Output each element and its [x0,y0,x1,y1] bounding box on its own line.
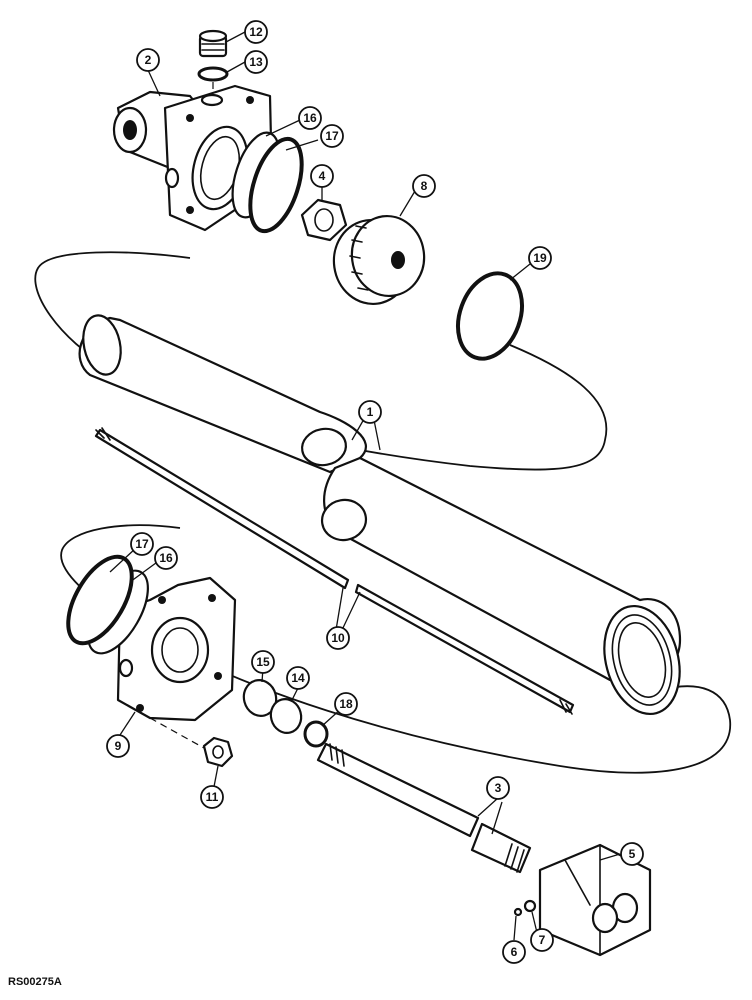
callout-13-label: 13 [249,55,263,69]
callout-1-label: 1 [367,405,374,419]
callout-13: 13 [244,50,268,74]
callout-3: 3 [486,776,510,800]
o-ring-large [456,271,524,361]
check-ball [513,907,523,917]
callout-9: 9 [106,734,130,758]
callout-16-upper: 16 [298,106,322,130]
plug [198,29,228,58]
callout-15: 15 [251,650,275,674]
callout-7: 7 [530,928,554,952]
cylinder-barrel [78,314,682,716]
wiper-seal [242,679,278,717]
callout-18-label: 18 [339,697,353,711]
lower-group-envelope [60,524,731,774]
callout-16-lower: 16 [154,546,178,570]
rod-seal [269,698,303,734]
tie-rod [94,427,575,715]
callout-6-label: 6 [511,945,518,959]
callout-1: 1 [358,400,382,424]
callout-14: 14 [286,666,310,690]
piston-nut [300,198,348,242]
callout-19: 19 [528,246,552,270]
callout-19-label: 19 [533,251,547,265]
callout-14-label: 14 [291,671,305,685]
callout-10-label: 10 [331,631,345,645]
figure-code: RS00275A [8,976,62,988]
o-ring-upper [248,136,304,234]
callout-8: 8 [412,174,436,198]
callout-12: 12 [244,20,268,44]
callout-2: 2 [136,48,160,72]
callout-17-lower: 17 [130,532,154,556]
callout-4-label: 4 [319,169,326,183]
callout-16-lower-label: 16 [159,551,173,565]
callout-9-label: 9 [115,739,122,753]
callout-16-upper-label: 16 [303,111,317,125]
cylinder-rod-head [116,576,237,722]
clevis [538,843,652,957]
callout-5-label: 5 [629,847,636,861]
piston-rod [316,742,532,874]
callout-18: 18 [334,692,358,716]
callout-4: 4 [310,164,334,188]
tie-rod-nut [202,736,234,768]
piston [332,214,426,306]
o-ring-plug [197,66,229,82]
callout-2-label: 2 [145,53,152,67]
callout-17-upper-label: 17 [325,129,339,143]
callout-3-label: 3 [495,781,502,795]
callout-10: 10 [326,626,350,650]
set-screw [523,899,537,913]
callout-17-upper: 17 [320,124,344,148]
callout-5: 5 [620,842,644,866]
callout-6: 6 [502,940,526,964]
callout-11: 11 [200,785,224,809]
callout-12-label: 12 [249,25,263,39]
o-ring-rod [303,720,329,748]
callout-11-label: 11 [206,790,219,804]
callout-8-label: 8 [421,179,428,193]
callout-15-label: 15 [256,655,270,669]
callout-7-label: 7 [539,933,546,947]
callout-17-lower-label: 17 [135,537,149,551]
